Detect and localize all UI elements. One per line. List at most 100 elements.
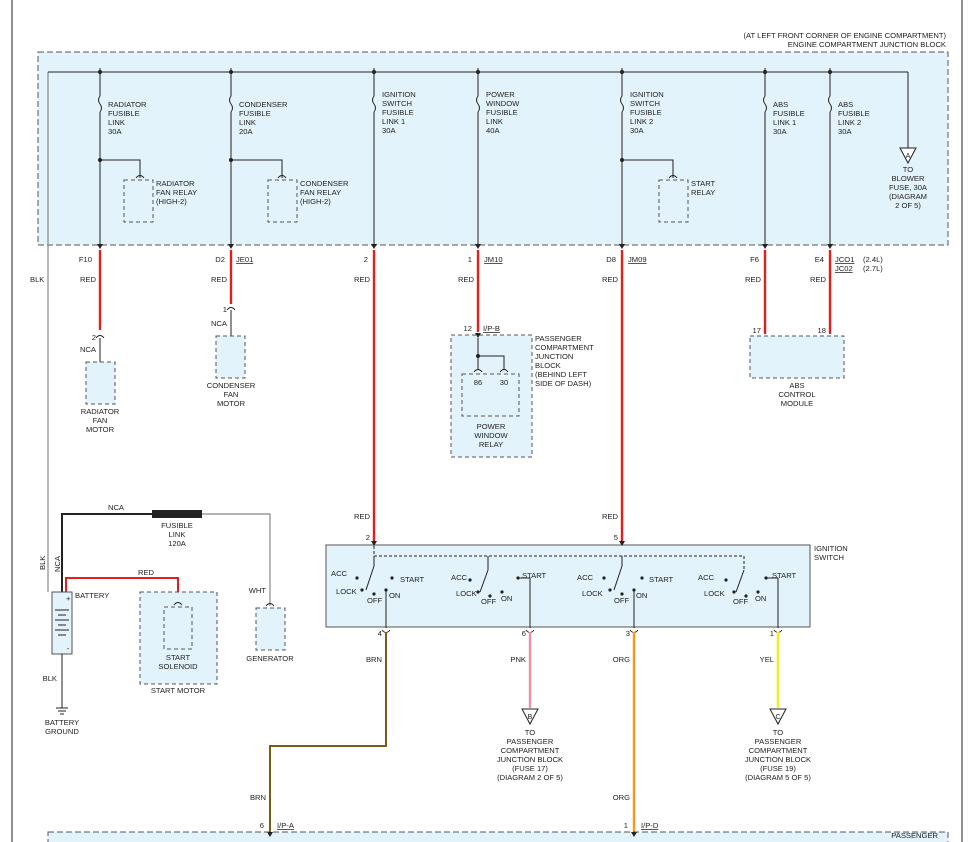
svg-text:OFF: OFF — [481, 597, 497, 606]
switch-section-2: ACC LOCK OFF ON START — [451, 569, 547, 628]
switch-section-3: ACC LOCK OFF ON START — [577, 565, 674, 628]
svg-text:OFF: OFF — [367, 596, 383, 605]
pin-f10: F10 — [79, 255, 92, 264]
fusible-link-power-window — [476, 68, 480, 248]
fl-label-ignition-2: IGNITION SWITCH FUSIBLE LINK 2 30A — [630, 90, 664, 135]
ref-b: B TO PASSENGER COMPARTMENT JUNCTION BLOC… — [497, 708, 563, 782]
svg-text:SIDE OF DASH): SIDE OF DASH) — [535, 379, 592, 388]
svg-text:LOCK: LOCK — [336, 587, 357, 596]
abs-control-module: 17 18 ABS CONTROL MODULE — [749, 326, 845, 408]
svg-text:-: - — [67, 644, 70, 653]
svg-text:ON: ON — [755, 594, 766, 603]
ref-c: C TO PASSENGER COMPARTMENT JUNCTION BLOC… — [745, 708, 811, 782]
svg-text:NCA: NCA — [80, 345, 97, 354]
svg-text:START: START — [691, 179, 716, 188]
pin-sw4: 4 — [378, 629, 382, 638]
connector-arrow — [267, 832, 273, 837]
fusible-link-condenser — [229, 68, 233, 248]
svg-text:ON: ON — [389, 591, 400, 600]
svg-text:PASSENGER: PASSENGER — [507, 737, 554, 746]
svg-text:NCA: NCA — [108, 503, 125, 512]
connector-ipa: I/P-A — [277, 821, 295, 830]
svg-text:FAN RELAY: FAN RELAY — [300, 188, 341, 197]
svg-text:PASSENGER: PASSENGER — [535, 334, 582, 343]
start-motor: START SOLENOID START MOTOR — [139, 591, 218, 695]
svg-text:POWER: POWER — [486, 90, 515, 99]
svg-text:RED: RED — [138, 568, 155, 577]
svg-text:JUNCTION BLOCK: JUNCTION BLOCK — [745, 755, 811, 764]
svg-text:I/P-B: I/P-B — [483, 324, 500, 333]
svg-text:OFF: OFF — [733, 597, 749, 606]
svg-text:TO: TO — [525, 728, 536, 737]
svg-text:BLOCK: BLOCK — [535, 361, 561, 370]
svg-text:BLK: BLK — [43, 674, 57, 683]
svg-text:40A: 40A — [486, 126, 500, 135]
svg-text:ACC: ACC — [577, 573, 594, 582]
location-note: (AT LEFT FRONT CORNER OF ENGINE COMPARTM… — [743, 31, 946, 40]
svg-text:SOLENOID: SOLENOID — [158, 662, 198, 671]
svg-text:B: B — [528, 714, 533, 721]
svg-text:2: 2 — [366, 533, 370, 542]
svg-text:(FUSE 17): (FUSE 17) — [512, 764, 548, 773]
svg-text:SWITCH: SWITCH — [382, 99, 412, 108]
block-name: ENGINE COMPARTMENT JUNCTION BLOCK — [788, 40, 946, 49]
blower-ref-text: 2 OF 5) — [895, 201, 921, 210]
svg-text:(FUSE 19): (FUSE 19) — [760, 764, 796, 773]
svg-text:+: + — [66, 594, 71, 603]
svg-text:LINK: LINK — [108, 118, 125, 127]
svg-text:(BEHIND LEFT: (BEHIND LEFT — [535, 370, 587, 379]
wire-label-blk: BLK — [30, 275, 44, 284]
radiator-fan-relay: RADIATOR FAN RELAY (HIGH-2) — [98, 158, 197, 223]
svg-text:ABS: ABS — [773, 100, 788, 109]
fl-label-condenser: CONDENSER FUSIBLE LINK 20A — [239, 100, 288, 136]
svg-text:JUNCTION: JUNCTION — [535, 352, 573, 361]
svg-text:2: 2 — [92, 333, 96, 342]
fl-label-power-window: POWER WINDOW FUSIBLE LINK 40A — [486, 90, 520, 135]
svg-text:LOCK: LOCK — [582, 589, 603, 598]
svg-text:86: 86 — [474, 378, 482, 387]
svg-text:30: 30 — [500, 378, 508, 387]
svg-text:18: 18 — [818, 326, 826, 335]
wire-label-org: ORG — [613, 793, 630, 802]
svg-text:(HIGH-2): (HIGH-2) — [156, 197, 187, 206]
svg-text:COMPARTMENT: COMPARTMENT — [749, 746, 808, 755]
svg-text:CONDENSER: CONDENSER — [239, 100, 288, 109]
fusible-link-ignition-1 — [372, 68, 376, 248]
svg-text:FUSIBLE: FUSIBLE — [486, 108, 518, 117]
wire-label-red: RED — [354, 275, 371, 284]
switch-output-connectors — [381, 629, 783, 633]
fl-label-ignition-1: IGNITION SWITCH FUSIBLE LINK 1 30A — [382, 90, 416, 135]
wire-label-brn: BRN — [250, 793, 266, 802]
svg-text:LINK: LINK — [169, 530, 186, 539]
svg-text:START: START — [649, 575, 674, 584]
svg-text:LINK: LINK — [239, 118, 256, 127]
svg-text:1: 1 — [223, 305, 227, 314]
engine-junction-block — [37, 51, 949, 246]
connector-arrow — [631, 832, 637, 837]
generator: WHT GENERATOR — [246, 586, 294, 663]
pin-ipa: 6 — [260, 821, 264, 830]
pin-sw6: 6 — [522, 629, 526, 638]
svg-text:RADIATOR: RADIATOR — [156, 179, 195, 188]
svg-text:12: 12 — [464, 324, 472, 333]
fusible-link-abs-1 — [763, 68, 767, 248]
svg-text:MOTOR: MOTOR — [86, 425, 115, 434]
svg-text:(DIAGRAM 5 OF 5): (DIAGRAM 5 OF 5) — [745, 773, 811, 782]
svg-text:TO: TO — [773, 728, 784, 737]
wire-label-pnk: PNK — [510, 655, 526, 664]
ignition-switch: 2 5 IGNITION SWITCH — [325, 533, 848, 628]
svg-text:WINDOW: WINDOW — [486, 99, 520, 108]
svg-text:ON: ON — [501, 594, 512, 603]
wire-label-red: RED — [354, 512, 371, 521]
fl-label-abs-2: ABS FUSIBLE LINK 2 30A — [838, 100, 870, 136]
svg-text:FUSIBLE: FUSIBLE — [161, 521, 193, 530]
svg-text:FAN: FAN — [224, 390, 239, 399]
engine-27l: (2.7L) — [863, 264, 883, 273]
pin-f6: F6 — [750, 255, 759, 264]
svg-text:START: START — [522, 571, 547, 580]
fl-label-radiator: RADIATOR FUSIBLE LINK 30A — [108, 100, 147, 136]
pin-e4: E4 — [815, 255, 824, 264]
radiator-fan-motor: 2 NCA RADIATOR FAN MOTOR — [80, 333, 120, 434]
pin-ipd: 1 — [624, 821, 628, 830]
